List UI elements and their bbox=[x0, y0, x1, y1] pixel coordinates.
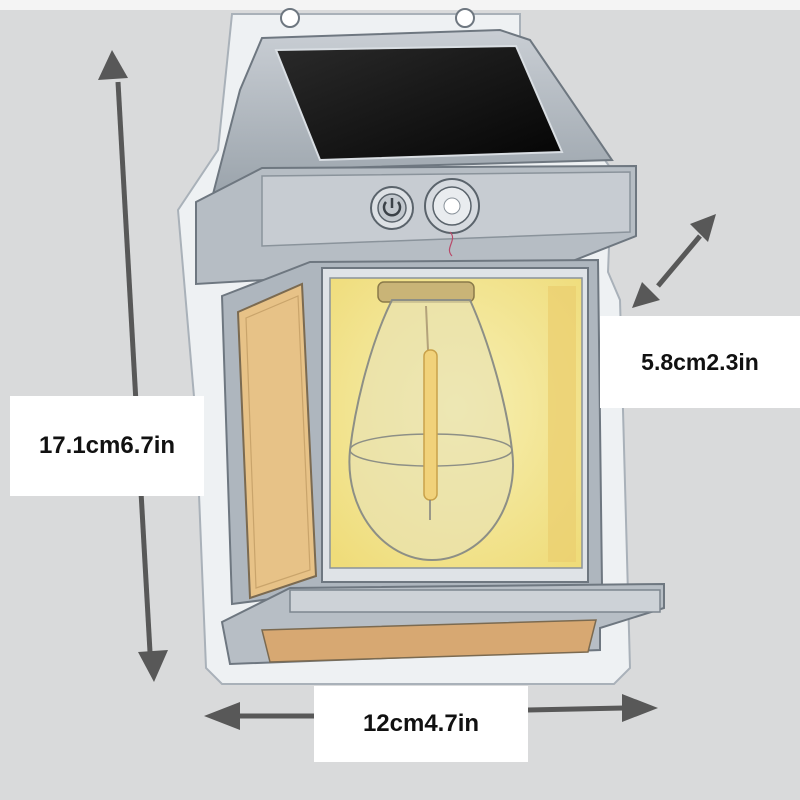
top-edge-strip bbox=[0, 0, 800, 10]
depth-dimension-label: 5.8cm2.3in bbox=[600, 316, 800, 408]
base-front-lip bbox=[289, 589, 661, 613]
base-underside-panel bbox=[261, 619, 597, 663]
width-arrow-left bbox=[204, 702, 314, 730]
left-side-panel-inner bbox=[245, 295, 311, 589]
width-arrow-right bbox=[527, 694, 658, 722]
height-dimension-label: 17.1cm6.7in bbox=[10, 396, 204, 496]
right-inner-strip bbox=[548, 286, 576, 562]
height-arrow bbox=[98, 50, 168, 682]
depth-arrow bbox=[632, 214, 716, 308]
width-dimension-label: 12cm4.7in bbox=[314, 686, 528, 762]
power-button-icon bbox=[370, 186, 414, 230]
left-side-panel bbox=[236, 282, 318, 600]
mounting-hole-right-icon bbox=[455, 8, 475, 28]
mounting-hole-left-icon bbox=[280, 8, 300, 28]
light-sensor-icon bbox=[424, 178, 480, 257]
solar-panel bbox=[274, 44, 564, 162]
light-bulb-icon bbox=[348, 281, 514, 562]
